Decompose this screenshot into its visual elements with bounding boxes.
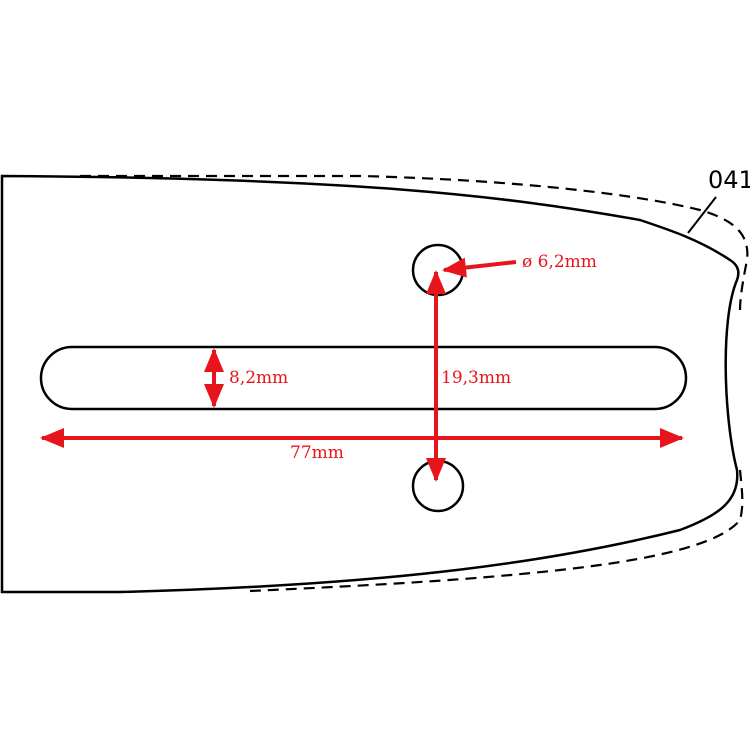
hole-spacing-label: 19,3mm [441,368,511,388]
slot [39,345,688,411]
bar-code-leader [687,196,717,234]
hole-diameter-label: ø 6,2mm [522,252,597,272]
bar-outline [0,174,740,594]
slot-width-label: 8,2mm [229,368,288,388]
dashed-outline [80,174,749,593]
hole-diameter-arrow [442,257,517,278]
slot-length-label: 77mm [290,443,344,463]
bar-code-label: 041 [708,166,750,194]
